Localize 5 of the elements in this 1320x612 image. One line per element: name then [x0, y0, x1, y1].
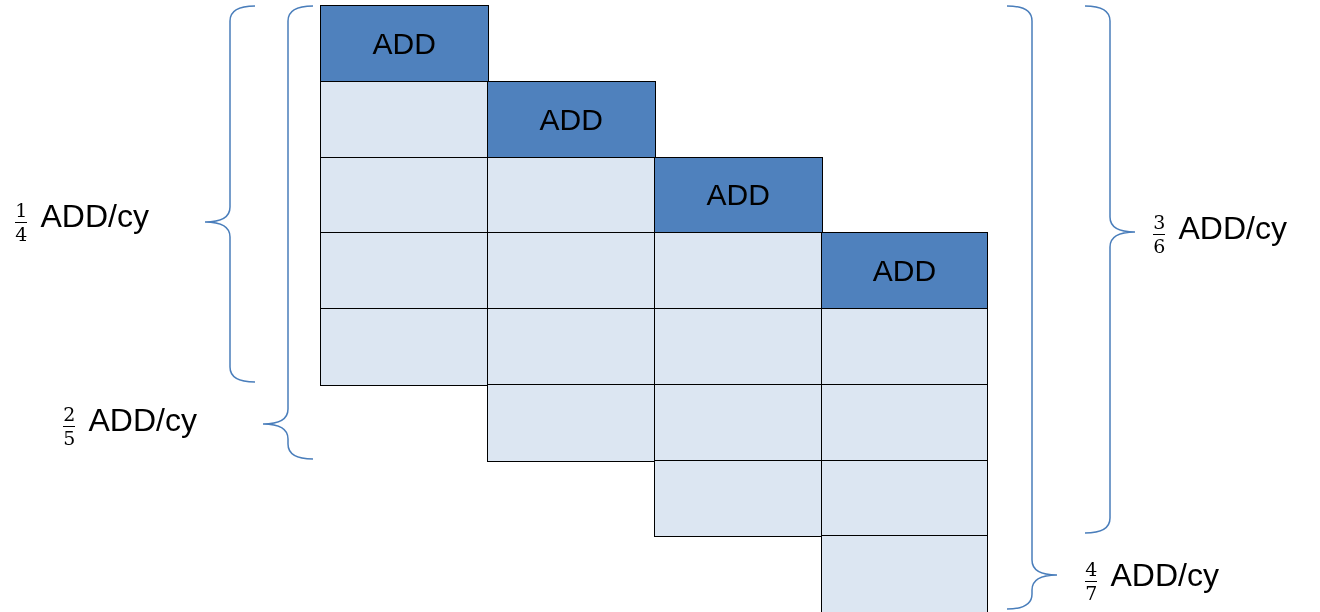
instruction-cell: ADD — [654, 157, 823, 234]
instruction-cell: ADD — [320, 5, 489, 83]
empty-cell — [821, 535, 988, 612]
instruction-cell: ADD — [821, 232, 988, 310]
instruction-cell: ADD — [487, 81, 656, 159]
